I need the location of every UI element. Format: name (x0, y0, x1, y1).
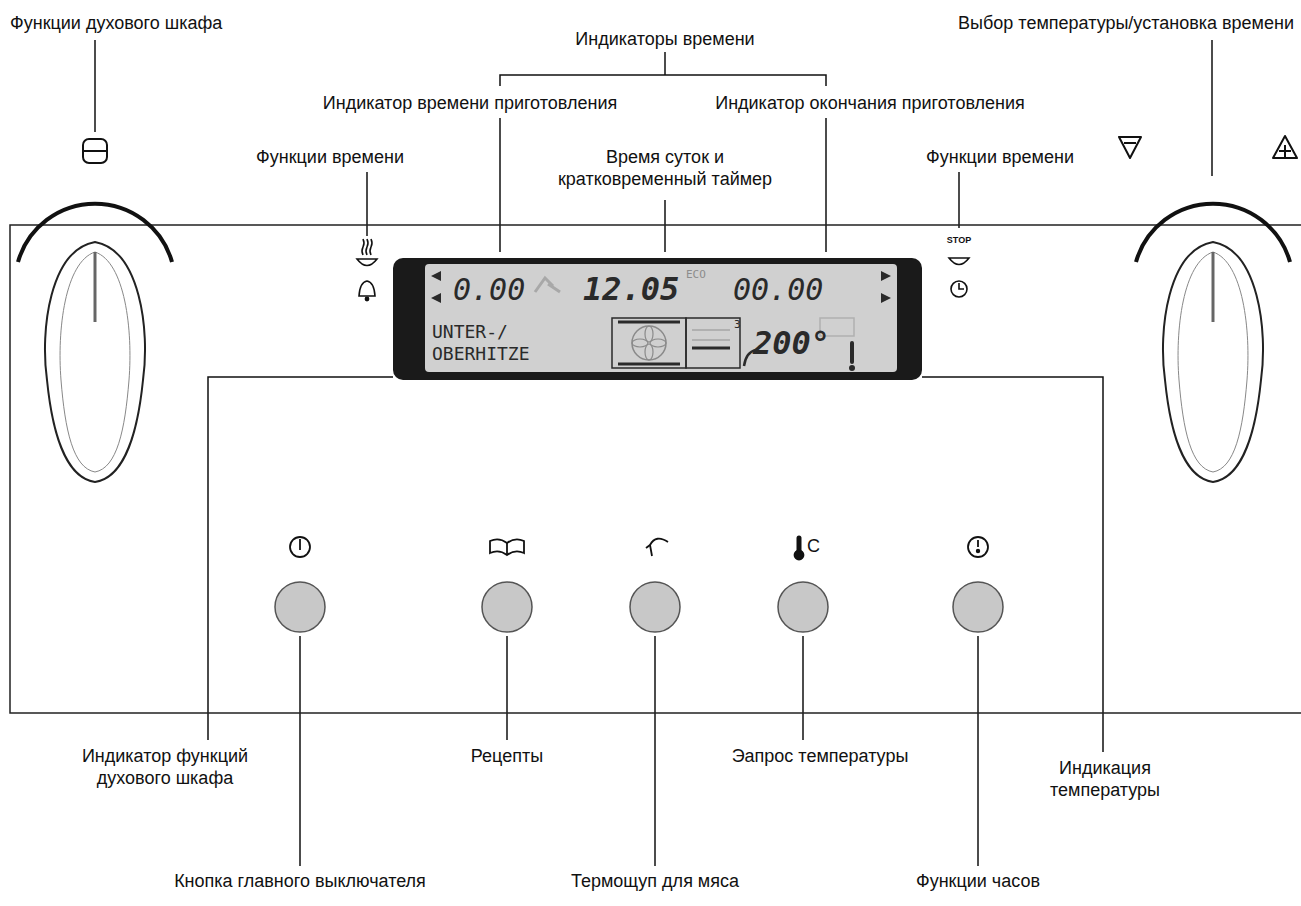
clock-digits: 12.05 (583, 273, 679, 305)
callout-label: Индикаторы времени (575, 28, 754, 50)
panel-outline (10, 225, 1301, 713)
callout-label: Функции духового шкафа (10, 12, 222, 34)
lcd-display (393, 258, 922, 380)
callout-label: Время суток и кратковременный таймер (535, 146, 795, 190)
callout-label: Индикация температуры (1035, 757, 1175, 801)
temperature-digits: 200° (753, 327, 830, 359)
callout-label: Эапрос температуры (732, 745, 909, 767)
leader-lines (95, 40, 1212, 866)
button-icons (290, 537, 988, 560)
callout-label: Функции времени (256, 146, 404, 168)
callout-label: Термощуп для мяса (571, 870, 739, 892)
callout-label: Индикатор функций духового шкафа (60, 745, 270, 789)
unit-label: C (807, 536, 820, 556)
callout-label: Функции времени (926, 146, 1074, 168)
callout-label: Выбор температуры/установка времени (958, 12, 1294, 34)
end-time-digits: 00.00 (733, 275, 823, 305)
cooking-time-digits: 0.00 (453, 275, 525, 305)
push-buttons (275, 582, 1003, 632)
function-knob (18, 139, 172, 482)
callout-label: Кнопка главного выключателя (174, 870, 426, 892)
function-text: UNTER-/ OBERHITZE (432, 321, 542, 365)
level-number: 3 (734, 319, 741, 330)
icon-label: STOP (947, 235, 971, 246)
display-panel: 0.00 12.05 ECO 00.00UNTER-/ OBERHITZE 3 200° (428, 263, 897, 370)
callout-label: Индикатор окончания приготовления (715, 92, 1025, 114)
eco-indicator: ECO (686, 269, 706, 280)
callout-label: Функции часов (916, 870, 1040, 892)
temperature-knob (1119, 136, 1297, 482)
callout-label: Индикатор времени приготовления (323, 92, 617, 114)
callout-label: Рецепты (471, 745, 543, 767)
